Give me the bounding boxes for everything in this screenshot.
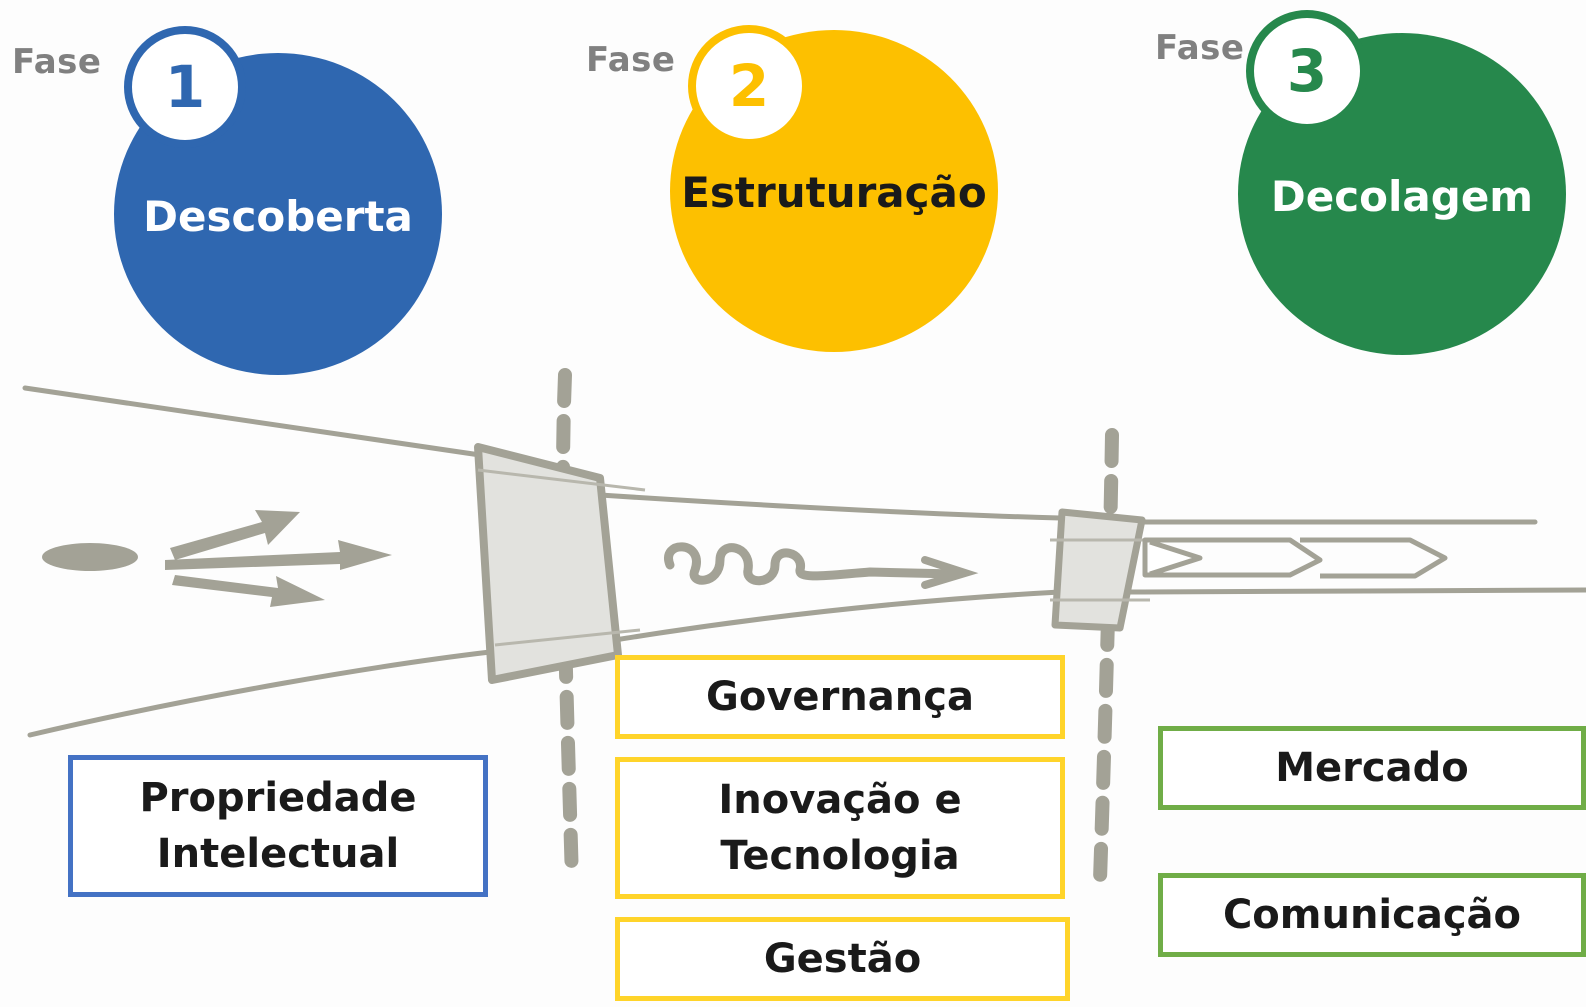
phase-2-fase-label: Fase [586, 40, 676, 80]
funnel-mid-bottom-line [612, 589, 1063, 643]
phase-1-number-badge: 1 [124, 26, 246, 148]
box-inovacao-tecnologia: Inovação e Tecnologia [615, 757, 1065, 899]
phase-3-title: Decolagem [1270, 172, 1534, 221]
chevron-arrows [1142, 537, 1448, 579]
box-governanca: Governança [615, 655, 1065, 739]
gate-2 [1050, 508, 1150, 632]
funnel-bottom-line [27, 649, 493, 738]
phase-3-number-badge: 3 [1246, 10, 1368, 132]
phase-1-fase-label: Fase [12, 42, 102, 82]
scatter-arrows [42, 510, 392, 607]
divider-2 [1093, 428, 1119, 887]
phase-1-title: Descoberta [143, 192, 413, 241]
funnel-mid-top-line [597, 492, 1063, 521]
phase-2-title: Estruturação [681, 168, 987, 217]
phase-3-fase-label: Fase [1155, 28, 1245, 68]
gate-1 [474, 443, 646, 684]
coil-arrow [664, 542, 979, 589]
box-mercado: Mercado [1158, 726, 1586, 810]
box-propriedade-intelectual: Propriedade Intelectual [68, 755, 488, 897]
channel-bottom-line [1127, 587, 1586, 595]
funnel-top-line [22, 385, 483, 458]
box-gestao: Gestão [615, 917, 1070, 1001]
phase-2-number-badge: 2 [688, 25, 810, 147]
box-comunicacao: Comunicação [1158, 873, 1586, 957]
